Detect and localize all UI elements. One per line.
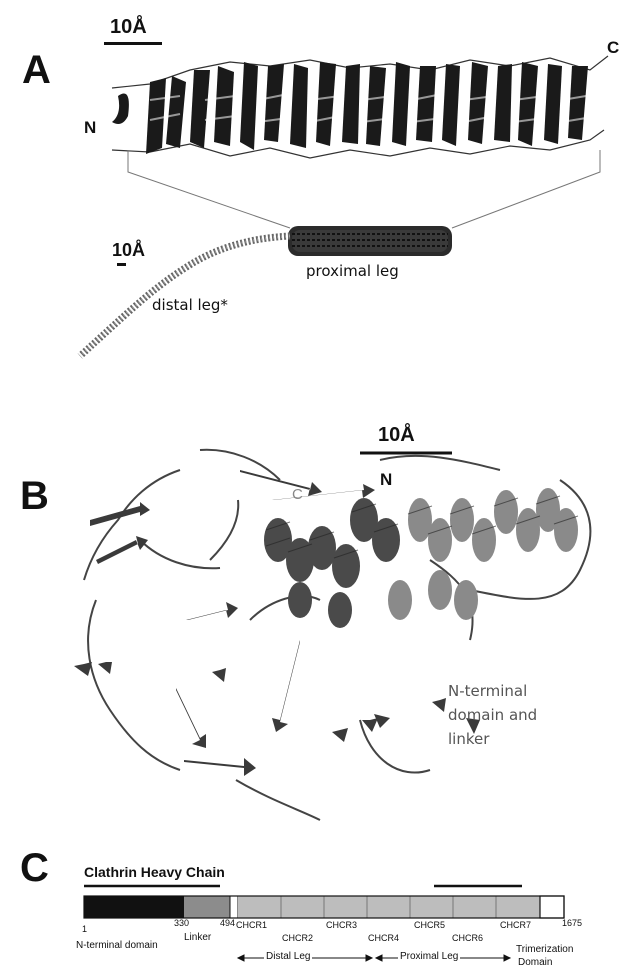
panel-b-n-terminus: N <box>380 470 392 490</box>
domain-distal-leg: Distal Leg <box>264 951 312 962</box>
repeat-chcr1: CHCR1 <box>236 920 267 930</box>
panel-c-title: Clathrin Heavy Chain <box>84 864 225 880</box>
position-330: 330 <box>174 918 189 928</box>
domain-n-terminal: N-terminal domain <box>76 940 158 951</box>
distal-leg-label: distal leg* <box>152 296 228 314</box>
domain-proximal-leg: Proximal Leg <box>398 951 460 962</box>
repeat-chcr4: CHCR4 <box>368 933 399 943</box>
panel-b-annotation-line-2: domain and <box>448 706 537 724</box>
panel-b-annotation-line-1: N-terminal <box>448 682 527 700</box>
panel-a-zoom-lines <box>128 150 600 228</box>
linker-segment <box>184 896 230 918</box>
repeat-chcr3: CHCR3 <box>326 920 357 930</box>
trimerization-segment <box>540 896 564 918</box>
repeat-chcr5: CHCR5 <box>414 920 445 930</box>
position-1: 1 <box>82 924 87 934</box>
panel-b-c-terminus: C <box>292 486 303 503</box>
panel-b-scale-label: 10Å <box>378 424 415 447</box>
chcr-repeats-segment <box>238 896 540 918</box>
domain-trimerization: Trimerization <box>516 944 573 955</box>
n-terminal-segment <box>84 896 184 918</box>
repeat-chcr6: CHCR6 <box>452 933 483 943</box>
domain-trimerization-2: Domain <box>518 957 552 968</box>
panel-b-protein-structure <box>68 450 590 820</box>
position-494: 494 <box>220 918 235 928</box>
panel-c-domain-bar <box>84 886 564 918</box>
domain-linker: Linker <box>184 932 211 943</box>
panel-c-letter: C <box>20 846 49 891</box>
proximal-leg-label: proximal leg <box>306 262 399 280</box>
repeat-chcr7: CHCR7 <box>500 920 531 930</box>
panel-a-helix-structure <box>112 56 608 158</box>
panel-b-annotation-line-3: linker <box>448 730 489 748</box>
repeat-chcr2: CHCR2 <box>282 933 313 943</box>
panel-a-proximal-leg <box>288 226 452 256</box>
panel-a-lower-scale-label: 10Å <box>112 240 145 261</box>
panel-a-lower-scale-bar <box>117 263 126 266</box>
gap-segment <box>230 896 238 918</box>
panel-b-letter: B <box>20 474 49 519</box>
position-1675: 1675 <box>562 918 582 928</box>
